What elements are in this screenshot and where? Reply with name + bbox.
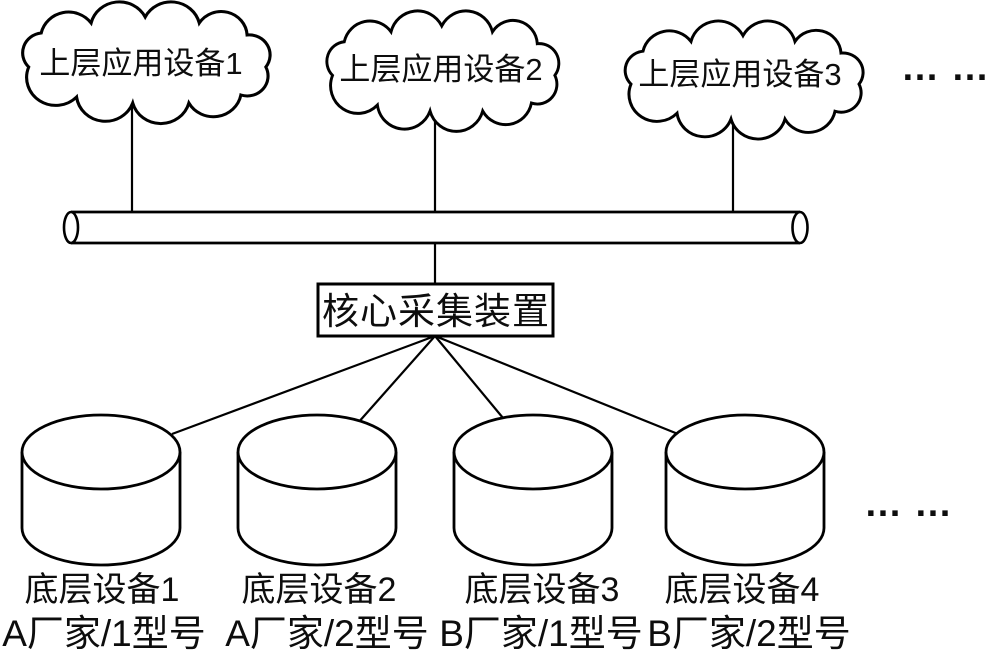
cylinder-top: [20, 413, 182, 491]
device-vendor-label-2: A厂家/2型号: [225, 613, 429, 651]
hub-box: 核心采集装置: [316, 282, 555, 338]
device-vendor-label-4: B厂家/2型号: [647, 613, 851, 651]
device-vendor-label-1: A厂家/1型号: [2, 613, 206, 651]
device-name-label-2: 底层设备2: [242, 571, 397, 609]
device-name-label-4: 底层设备4: [665, 571, 820, 609]
bus-left-cap: [62, 210, 80, 245]
cloud-label: 上层应用设备3: [638, 57, 841, 92]
cylinder-bottom-device-4: [664, 413, 826, 567]
connector-hub-device4: [434, 334, 679, 436]
hub-label: 核心采集装置: [322, 291, 550, 332]
connector-hub-device3: [434, 335, 509, 425]
cylinder-bottom-device-2: [236, 413, 398, 567]
cylinder-bottom-device-3: [452, 413, 614, 567]
bus-right-cap: [791, 210, 809, 245]
cylinder-top: [664, 413, 826, 491]
device-vendor-label-3: B厂家/1型号: [439, 613, 643, 651]
cylinder-top: [452, 413, 614, 491]
ellipsis-more-clouds: ……: [901, 47, 1000, 89]
ellipsis-more-devices: ……: [864, 483, 964, 525]
cloud-upper-app-device-2: 上层应用设备2: [325, 9, 561, 133]
device-name-label-1: 底层设备1: [25, 571, 180, 609]
cylinder-top: [236, 413, 398, 491]
connector-hub-device2: [356, 335, 436, 425]
cloud-upper-app-device-3: 上层应用设备3: [623, 19, 865, 141]
bus-pipe: [62, 210, 809, 245]
bus-body: [71, 212, 800, 243]
connector-hub-device1: [171, 334, 436, 436]
cloud-label: 上层应用设备1: [39, 46, 242, 81]
cloud-label: 上层应用设备2: [339, 52, 542, 87]
cloud-upper-app-device-1: 上层应用设备1: [21, 0, 272, 126]
device-name-label-3: 底层设备3: [465, 571, 620, 609]
cylinder-bottom-device-1: [20, 413, 182, 567]
